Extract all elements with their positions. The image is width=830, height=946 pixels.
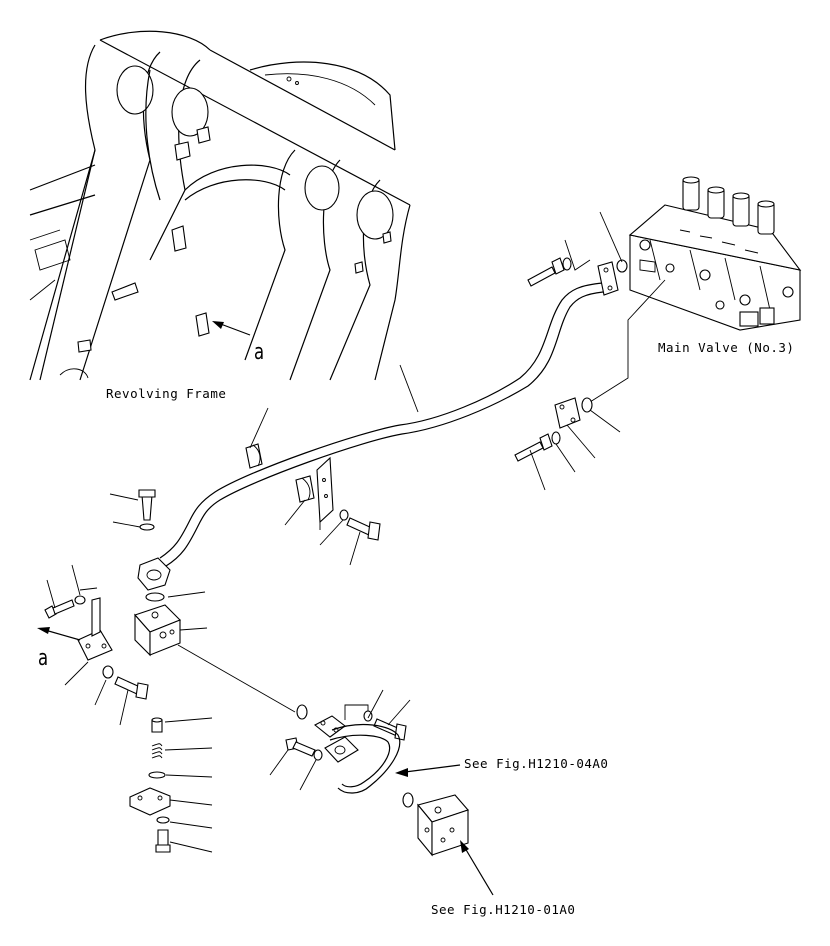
tube-drawing — [137, 261, 619, 591]
see-fig-label-1[interactable]: See Fig.H1210-04A0 — [464, 756, 609, 771]
main-valve-drawing — [589, 176, 802, 403]
clamps — [245, 407, 381, 566]
view-a-marker-top: a — [254, 340, 265, 365]
revolving-frame-label: Revolving Frame — [106, 386, 227, 401]
revolving-frame-drawing — [29, 30, 411, 381]
upper-fasteners — [514, 211, 628, 491]
view-a-marker-left: a — [38, 646, 49, 671]
left-fasteners — [37, 489, 296, 853]
main-valve-label: Main Valve (No.3) — [658, 340, 795, 355]
lower-right-assembly — [269, 689, 494, 896]
see-fig-label-2[interactable]: See Fig.H1210-01A0 — [431, 902, 576, 917]
